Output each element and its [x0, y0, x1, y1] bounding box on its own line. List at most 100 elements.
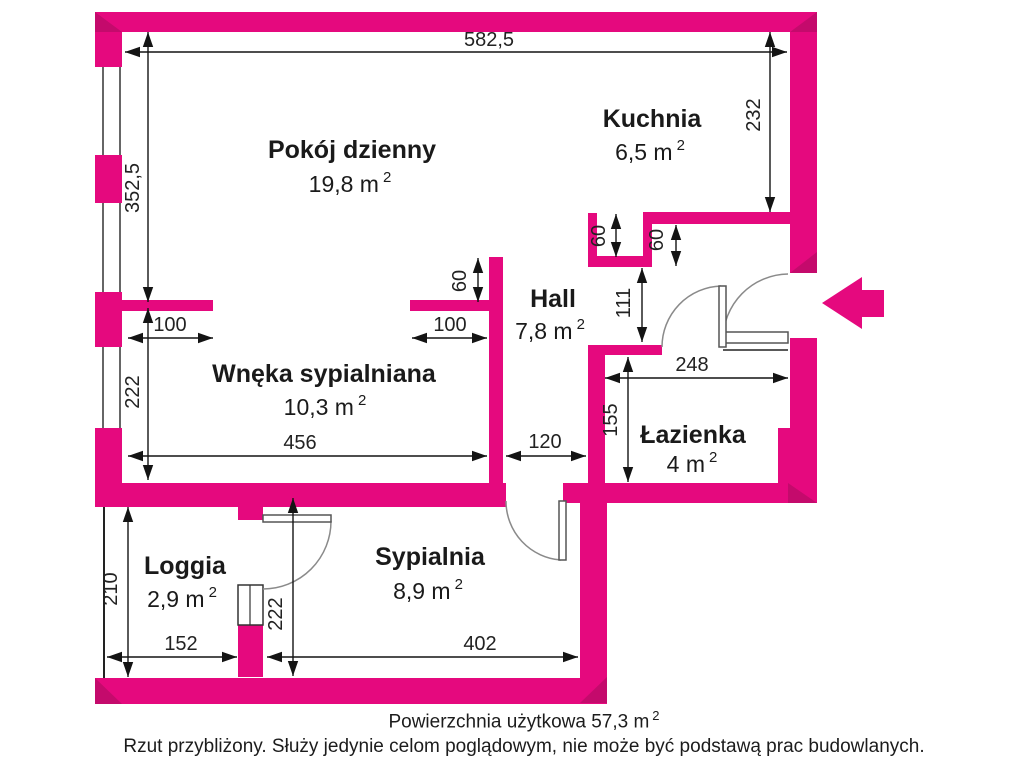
- dimension-label: 60: [646, 229, 668, 251]
- dimension-label: 582,5: [464, 29, 514, 51]
- entrance-arrow-icon: [822, 277, 884, 329]
- room-area-superscript: 2: [455, 576, 463, 593]
- wall-segment-16: [122, 300, 213, 311]
- dimension-152-15: 152: [107, 633, 237, 663]
- dimension-arrow-start: [142, 32, 154, 47]
- dimension-arrow-start: [472, 258, 484, 273]
- disclaimer-text: Rzut przybliżony. Służy jedynie celom po…: [123, 736, 925, 758]
- dimension-456-12: 456: [128, 432, 487, 462]
- dimension-100-5: 100: [412, 314, 487, 344]
- dimension-arrow-end: [287, 661, 299, 676]
- wall-bevel-3: [788, 483, 817, 503]
- dimension-label: 210: [100, 572, 122, 605]
- dimension-label: 222: [265, 597, 287, 630]
- dimension-label: 248: [675, 354, 708, 376]
- wall-segment-15: [643, 213, 652, 267]
- wall-segment-12: [643, 212, 790, 224]
- dimension-arrow-end: [472, 287, 484, 302]
- door-leaf-loggia: [262, 514, 332, 523]
- door-leaf-bedroom: [558, 500, 567, 561]
- dimension-arrow-start: [142, 308, 154, 323]
- room-area-superscript: 2: [577, 316, 585, 333]
- dimension-arrow-start: [622, 357, 634, 372]
- dimension-352-5-1: 352,5: [122, 32, 154, 302]
- dimension-arrow-end: [571, 450, 586, 462]
- wall-segment-20: [588, 345, 662, 355]
- dimension-arrow-start: [610, 214, 622, 229]
- dimension-arrow-end: [142, 287, 154, 302]
- dimension-arrow-start: [122, 507, 134, 522]
- superscript-2: 2: [652, 708, 660, 723]
- dimension-arrow-start: [636, 268, 648, 283]
- room-area-superscript: 2: [677, 137, 685, 154]
- wall-segment-8: [95, 155, 122, 203]
- door-arc-entrance: [722, 273, 789, 341]
- room-label-loggia: Loggia: [144, 552, 227, 580]
- wall-segment-19: [588, 345, 605, 483]
- dimension-111-9: 111: [613, 268, 648, 342]
- room-label-kuchnia: Kuchnia: [603, 105, 703, 133]
- dimension-label: 60: [449, 270, 471, 292]
- wall-segment-6: [95, 678, 607, 704]
- dimension-155-11: 155: [600, 357, 634, 482]
- wall-segment-13: [588, 213, 597, 267]
- dimension-100-4: 100: [128, 314, 213, 344]
- room-label-pokoj-dzienny: Pokój dzienny: [268, 136, 436, 164]
- dimension-arrow-start: [412, 332, 427, 344]
- room-area-value: 10,3 m: [284, 394, 354, 420]
- room-area-value: 19,8 m: [309, 171, 379, 197]
- wall-segment-4: [563, 483, 817, 503]
- dimension-label: 352,5: [122, 163, 144, 213]
- dimension-arrow-end: [472, 450, 487, 462]
- dimension-arrow-end: [142, 465, 154, 480]
- dimension-120-13: 120: [506, 431, 586, 462]
- wall-segment-0: [95, 12, 817, 32]
- dimension-arrow-start: [125, 46, 140, 58]
- dimension-582-5-0: 582,5: [125, 29, 787, 58]
- door-arc-loggia: [262, 520, 332, 590]
- wall-segment-9: [95, 292, 122, 347]
- room-area-value: 7,8 m: [515, 318, 573, 344]
- wall-segment-11: [95, 483, 506, 507]
- dimension-label: 222: [122, 375, 144, 408]
- wall-bevel-4: [580, 677, 607, 703]
- dimension-label: 232: [743, 98, 765, 131]
- wall-segment-3: [778, 428, 790, 485]
- dimension-label: 456: [283, 432, 316, 454]
- wall-segment-18: [489, 257, 503, 490]
- room-area-superscript: 2: [709, 449, 717, 466]
- wall-segment-22: [238, 625, 263, 677]
- door-leaf-entrance: [722, 331, 789, 344]
- dimension-248-10: 248: [605, 354, 788, 384]
- dimension-arrow-start: [287, 498, 299, 513]
- dimension-label: 100: [153, 314, 186, 336]
- dimension-arrow-end: [222, 651, 237, 663]
- dimension-arrow-end: [122, 662, 134, 677]
- dimension-arrow-end: [610, 242, 622, 257]
- dimension-arrow-end: [563, 651, 578, 663]
- wall-segment-2: [790, 338, 817, 500]
- wall-bevel-1: [790, 12, 817, 32]
- dimension-222-16: 222: [265, 498, 299, 676]
- dimension-arrow-end: [198, 332, 213, 344]
- dimension-label: 155: [600, 403, 622, 436]
- dimension-arrow-start: [128, 450, 143, 462]
- dimension-arrow-end: [636, 327, 648, 342]
- usable-area-value: Powierzchnia użytkowa 57,3 m: [388, 711, 650, 733]
- dimension-arrow-start: [128, 332, 143, 344]
- dimension-label: 60: [588, 225, 610, 247]
- door-arc-bedroom: [505, 500, 562, 561]
- room-area-superscript: 2: [358, 392, 366, 409]
- dimension-arrow-start: [605, 372, 620, 384]
- dimension-232-2: 232: [743, 32, 776, 212]
- wall-segment-14: [588, 256, 652, 267]
- dimension-label: 402: [463, 633, 496, 655]
- room-area-superscript: 2: [209, 584, 217, 601]
